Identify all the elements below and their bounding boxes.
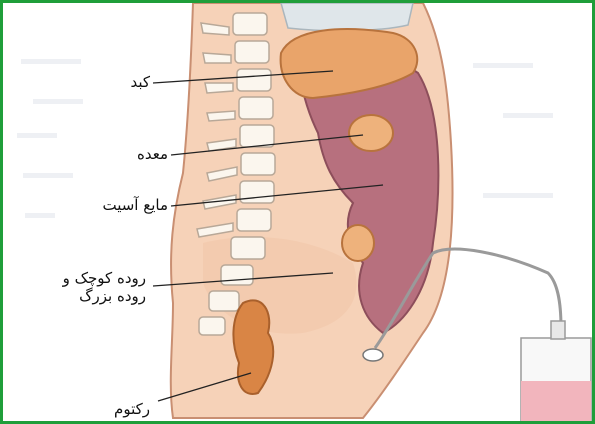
label-intestines-line1: روده کوچک و [16, 269, 146, 287]
drainage-bottle [521, 321, 591, 421]
diaphragm [281, 3, 413, 31]
bowel-loop [342, 225, 374, 261]
label-liver: کبد [130, 73, 150, 91]
abdomen-illustration [3, 3, 592, 421]
stomach [349, 115, 393, 151]
label-stomach: معده [137, 145, 168, 163]
label-ascites: مایع آسیت [102, 196, 168, 214]
label-rectum: رکتوم [114, 400, 150, 418]
label-intestines-line2: روده بزرگ [16, 287, 146, 305]
catheter-needle [363, 349, 383, 361]
label-intestines: روده کوچک و روده بزرگ [16, 269, 146, 305]
